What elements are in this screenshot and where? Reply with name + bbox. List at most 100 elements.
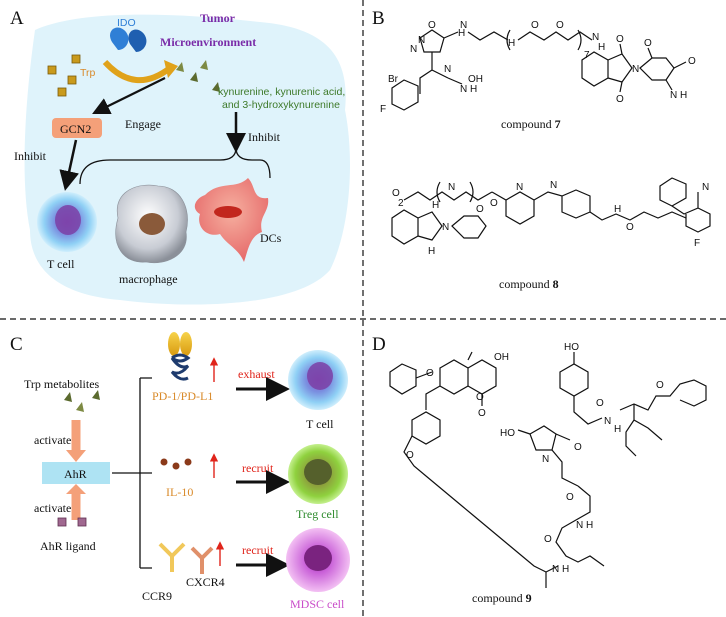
t-cell-label: T cell bbox=[47, 257, 75, 271]
ahr-label: AhR bbox=[64, 467, 87, 481]
svg-text:N: N bbox=[576, 520, 583, 531]
svg-text:OH: OH bbox=[468, 74, 483, 85]
panel-c-label: C bbox=[10, 334, 23, 355]
svg-text:O: O bbox=[544, 534, 552, 545]
svg-text:N: N bbox=[448, 182, 455, 193]
kynurenine-metabolite-icons bbox=[176, 60, 220, 92]
svg-text:N: N bbox=[552, 564, 559, 575]
svg-text:O: O bbox=[406, 450, 414, 461]
svg-text:H: H bbox=[586, 520, 593, 531]
svg-text:O: O bbox=[574, 442, 582, 453]
mdsc-cell-label: MDSC cell bbox=[290, 597, 345, 611]
svg-text:O: O bbox=[626, 222, 634, 233]
svg-text:O: O bbox=[644, 38, 652, 49]
panel-d: D O bbox=[372, 334, 707, 605]
svg-text:N: N bbox=[604, 416, 611, 427]
activate-top-label: activate bbox=[34, 433, 71, 447]
svg-text:O: O bbox=[531, 20, 539, 31]
engage-arrow bbox=[92, 77, 166, 115]
svg-text:N: N bbox=[418, 35, 425, 46]
compound-8-structure bbox=[391, 177, 711, 245]
svg-text:O: O bbox=[490, 198, 498, 209]
compound-9-atom-labels: O O OH O O HO HO N O O N H O O N H O N H bbox=[406, 342, 664, 575]
panel-a: A IDO Tumor Microenvironment Trp kynuren… bbox=[10, 8, 350, 305]
svg-text:N: N bbox=[632, 64, 639, 75]
cxcr4-receptor-icon bbox=[190, 546, 214, 574]
ccr9-receptor-icon bbox=[158, 542, 186, 572]
svg-text:N: N bbox=[516, 182, 523, 193]
svg-text:N: N bbox=[702, 182, 709, 193]
recruit-treg-label: recruit bbox=[242, 461, 274, 475]
compound-7-atom-labels: N O N H N H O O 7 N H Br F N H N OH O O … bbox=[380, 20, 696, 115]
svg-text:N: N bbox=[670, 90, 677, 101]
ido-enzyme-icon bbox=[110, 27, 147, 52]
ahr-ligand-icons bbox=[57, 517, 87, 527]
il10-label: IL-10 bbox=[166, 485, 193, 499]
svg-text:H: H bbox=[614, 424, 621, 435]
svg-text:O: O bbox=[556, 20, 564, 31]
svg-text:O: O bbox=[596, 398, 604, 409]
metabolites-line2: and 3-hydroxykynurenine bbox=[222, 99, 340, 111]
recruit-mdsc-label: recruit bbox=[242, 543, 274, 557]
svg-text:O: O bbox=[688, 56, 696, 67]
svg-text:2: 2 bbox=[398, 198, 404, 209]
dc-label: DCs bbox=[260, 231, 282, 245]
svg-text:H: H bbox=[432, 200, 439, 211]
svg-text:F: F bbox=[380, 104, 386, 115]
inhibit-right-label: Inhibit bbox=[248, 130, 281, 144]
svg-text:HO: HO bbox=[500, 428, 515, 439]
compound-7-structure bbox=[391, 29, 687, 111]
svg-text:HO: HO bbox=[564, 342, 579, 353]
svg-text:O: O bbox=[566, 492, 574, 503]
gcn2-label: GCN2 bbox=[60, 122, 91, 136]
trp-metabolite-icons bbox=[64, 390, 100, 412]
svg-text:OH: OH bbox=[494, 352, 509, 363]
svg-text:N: N bbox=[460, 20, 467, 31]
dc-icon bbox=[194, 178, 269, 262]
svg-text:Br: Br bbox=[388, 74, 399, 85]
svg-text:O: O bbox=[476, 204, 484, 215]
engage-label: Engage bbox=[125, 117, 161, 131]
svg-text:H: H bbox=[680, 90, 687, 101]
compound-9-caption: compound 9 bbox=[472, 591, 532, 605]
cxcr4-label: CXCR4 bbox=[186, 575, 225, 589]
activate-bottom-label: activate bbox=[34, 501, 71, 515]
svg-text:N: N bbox=[542, 454, 549, 465]
ahr-ligand-label: AhR ligand bbox=[40, 539, 96, 553]
svg-text:N: N bbox=[550, 180, 557, 191]
trp-label: Trp bbox=[80, 67, 96, 79]
svg-text:H: H bbox=[470, 84, 477, 95]
ahr-branch-bracket bbox=[112, 377, 152, 569]
ccr9-label: CCR9 bbox=[142, 589, 172, 603]
il10-icon bbox=[160, 458, 192, 470]
panel-c: C Trp metabolites activate AhR activate … bbox=[10, 332, 350, 611]
svg-text:N: N bbox=[592, 32, 599, 43]
svg-text:N: N bbox=[410, 44, 417, 55]
svg-text:F: F bbox=[694, 238, 700, 249]
metabolites-line1: kynurenine, kynurenic acid, bbox=[218, 86, 345, 98]
c-t-cell-label: T cell bbox=[306, 417, 334, 431]
svg-text:H: H bbox=[614, 204, 621, 215]
svg-text:H: H bbox=[562, 564, 569, 575]
trp-metabolites-label: Trp metabolites bbox=[24, 377, 100, 391]
compound-8-caption: compound 8 bbox=[499, 277, 559, 291]
svg-text:O: O bbox=[478, 408, 486, 419]
ido-arrow-head-icon bbox=[164, 60, 178, 78]
microenvironment-title-line2: Microenvironment bbox=[160, 35, 256, 49]
ido-conversion-arrow bbox=[102, 59, 172, 84]
svg-text:N: N bbox=[444, 64, 451, 75]
svg-text:O: O bbox=[392, 188, 400, 199]
svg-text:7: 7 bbox=[584, 50, 590, 61]
trp-molecule-icons bbox=[47, 54, 81, 97]
microenvironment-title-line1: Tumor bbox=[200, 11, 236, 25]
svg-text:O: O bbox=[426, 368, 434, 379]
svg-text:H: H bbox=[428, 246, 435, 257]
svg-text:N: N bbox=[460, 84, 467, 95]
exhaust-label: exhaust bbox=[238, 367, 275, 381]
compound-9-structure bbox=[389, 351, 707, 588]
panel-a-label: A bbox=[10, 8, 24, 29]
pd1-pdl1-icon bbox=[168, 332, 192, 381]
svg-text:O: O bbox=[616, 94, 624, 105]
svg-text:O: O bbox=[656, 380, 664, 391]
